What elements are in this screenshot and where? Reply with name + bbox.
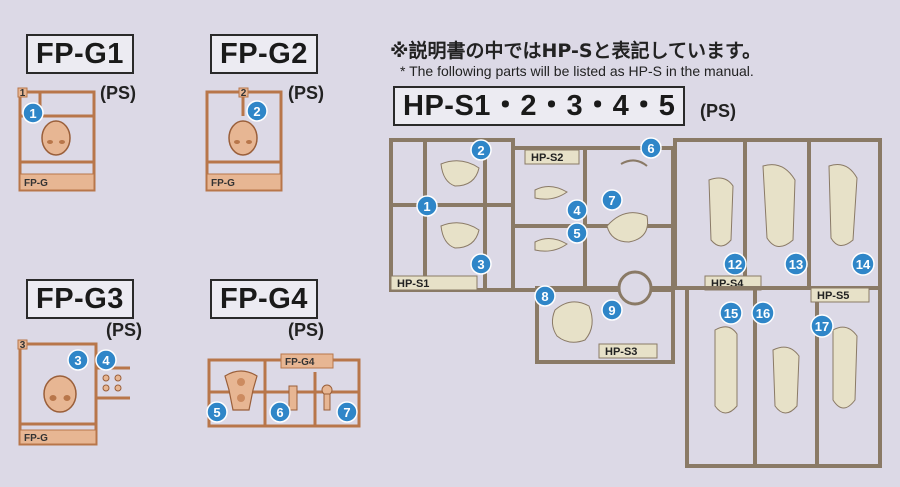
fp-g2-runner: 2 FP-G 2: [205, 87, 283, 192]
svg-text:1: 1: [423, 199, 430, 214]
fp-g2-runner-number: 2: [241, 88, 247, 99]
callout-4: 4: [95, 349, 117, 371]
fp-g4-runner-tag: FP-G4: [285, 357, 315, 368]
fp-g1-runner: 1 FP-G 1: [17, 87, 96, 192]
hair-part: [440, 222, 480, 249]
fp-g1-runner-tag: FP-G: [24, 178, 48, 189]
svg-text:6: 6: [276, 405, 283, 420]
svg-text:2: 2: [253, 104, 260, 119]
callout-5: 5: [206, 401, 228, 423]
torso-part: [224, 370, 258, 411]
callout-1: 1: [416, 195, 438, 217]
hair-strand: [772, 346, 800, 414]
svg-text:4: 4: [573, 203, 581, 218]
fp-g4-runner: FP-G4 5 6 7: [206, 353, 361, 428]
svg-text:14: 14: [856, 257, 871, 272]
fp-g1-label: FP-G1: [26, 34, 134, 74]
svg-text:12: 12: [728, 257, 742, 272]
svg-text:3: 3: [477, 257, 484, 272]
fp-g3-runner: 3 FP-G 3 4: [17, 339, 130, 446]
fp-g3-ps: (PS): [106, 320, 142, 340]
fp-g1-runner-number: 1: [20, 88, 26, 99]
bangs-part: [606, 212, 649, 243]
hp-s5-tag: HP-S5: [817, 290, 849, 302]
callout-3: 3: [67, 349, 89, 371]
callout-4: 4: [566, 199, 588, 221]
fp-g3-runner-number: 3: [20, 340, 26, 351]
hp-s1-tag: HP-S1: [397, 278, 429, 290]
callout-14: 14: [851, 252, 875, 276]
svg-text:1: 1: [29, 106, 36, 121]
hair-part: [440, 160, 480, 187]
callout-1: 1: [22, 102, 44, 124]
svg-text:5: 5: [573, 226, 580, 241]
callout-2: 2: [470, 139, 492, 161]
svg-text:7: 7: [343, 405, 350, 420]
callout-5: 5: [566, 222, 588, 244]
face-part: [43, 375, 77, 413]
hp-s-runner: HP-S1 HP-S2 HP-S4 HP-S3 HP-S5 1 2 3 4 5 …: [389, 137, 882, 468]
face-piece: [551, 301, 593, 343]
callout-8: 8: [534, 285, 556, 307]
callout-16: 16: [751, 301, 775, 325]
svg-text:8: 8: [541, 289, 548, 304]
hp-s3-tag: HP-S3: [605, 346, 637, 358]
hair-strand: [708, 177, 734, 247]
svg-text:7: 7: [608, 193, 615, 208]
callout-15: 15: [719, 301, 743, 325]
svg-text:6: 6: [647, 141, 654, 156]
callout-2: 2: [246, 100, 268, 122]
svg-text:17: 17: [815, 319, 829, 334]
fp-g3-runner-tag: FP-G: [24, 433, 48, 444]
svg-text:3: 3: [74, 353, 81, 368]
callout-3: 3: [470, 253, 492, 275]
hp-s-label: HP-S1・2・3・4・5: [393, 86, 686, 126]
fp-g4-ps: (PS): [288, 320, 324, 340]
hp-s-ps: (PS): [700, 101, 736, 121]
fp-g2-ps: (PS): [288, 83, 324, 103]
hair-strand: [832, 326, 858, 409]
hair-piece: [534, 238, 568, 252]
fp-g3-label: FP-G3: [26, 279, 134, 319]
note-japanese: ※説明書の中ではHP-Sと表記しています。: [390, 40, 762, 62]
callout-6: 6: [640, 137, 662, 159]
callout-6: 6: [269, 401, 291, 423]
hair-strand: [828, 164, 858, 246]
callout-13: 13: [784, 252, 808, 276]
note-english: * The following parts will be listed as …: [400, 63, 754, 79]
fp-g1-ps: (PS): [100, 83, 136, 103]
fp-g2-runner-tag: FP-G: [211, 178, 235, 189]
face-part: [41, 120, 71, 156]
callout-7: 7: [601, 189, 623, 211]
face-part: [228, 120, 258, 156]
fp-g4-label: FP-G4: [210, 279, 318, 319]
hair-strand: [762, 164, 796, 247]
fp-g2-label: FP-G2: [210, 34, 318, 74]
callout-12: 12: [723, 252, 747, 276]
callout-7: 7: [336, 401, 358, 423]
svg-text:16: 16: [756, 306, 770, 321]
hp-s2-tag: HP-S2: [531, 152, 563, 164]
svg-text:2: 2: [477, 143, 484, 158]
svg-text:4: 4: [102, 353, 110, 368]
callout-9: 9: [601, 299, 623, 321]
svg-text:13: 13: [789, 257, 803, 272]
callout-17: 17: [810, 314, 834, 338]
hair-piece: [534, 186, 568, 200]
hair-strand: [714, 326, 738, 414]
svg-text:5: 5: [213, 405, 220, 420]
svg-text:15: 15: [724, 306, 738, 321]
svg-text:9: 9: [608, 303, 615, 318]
